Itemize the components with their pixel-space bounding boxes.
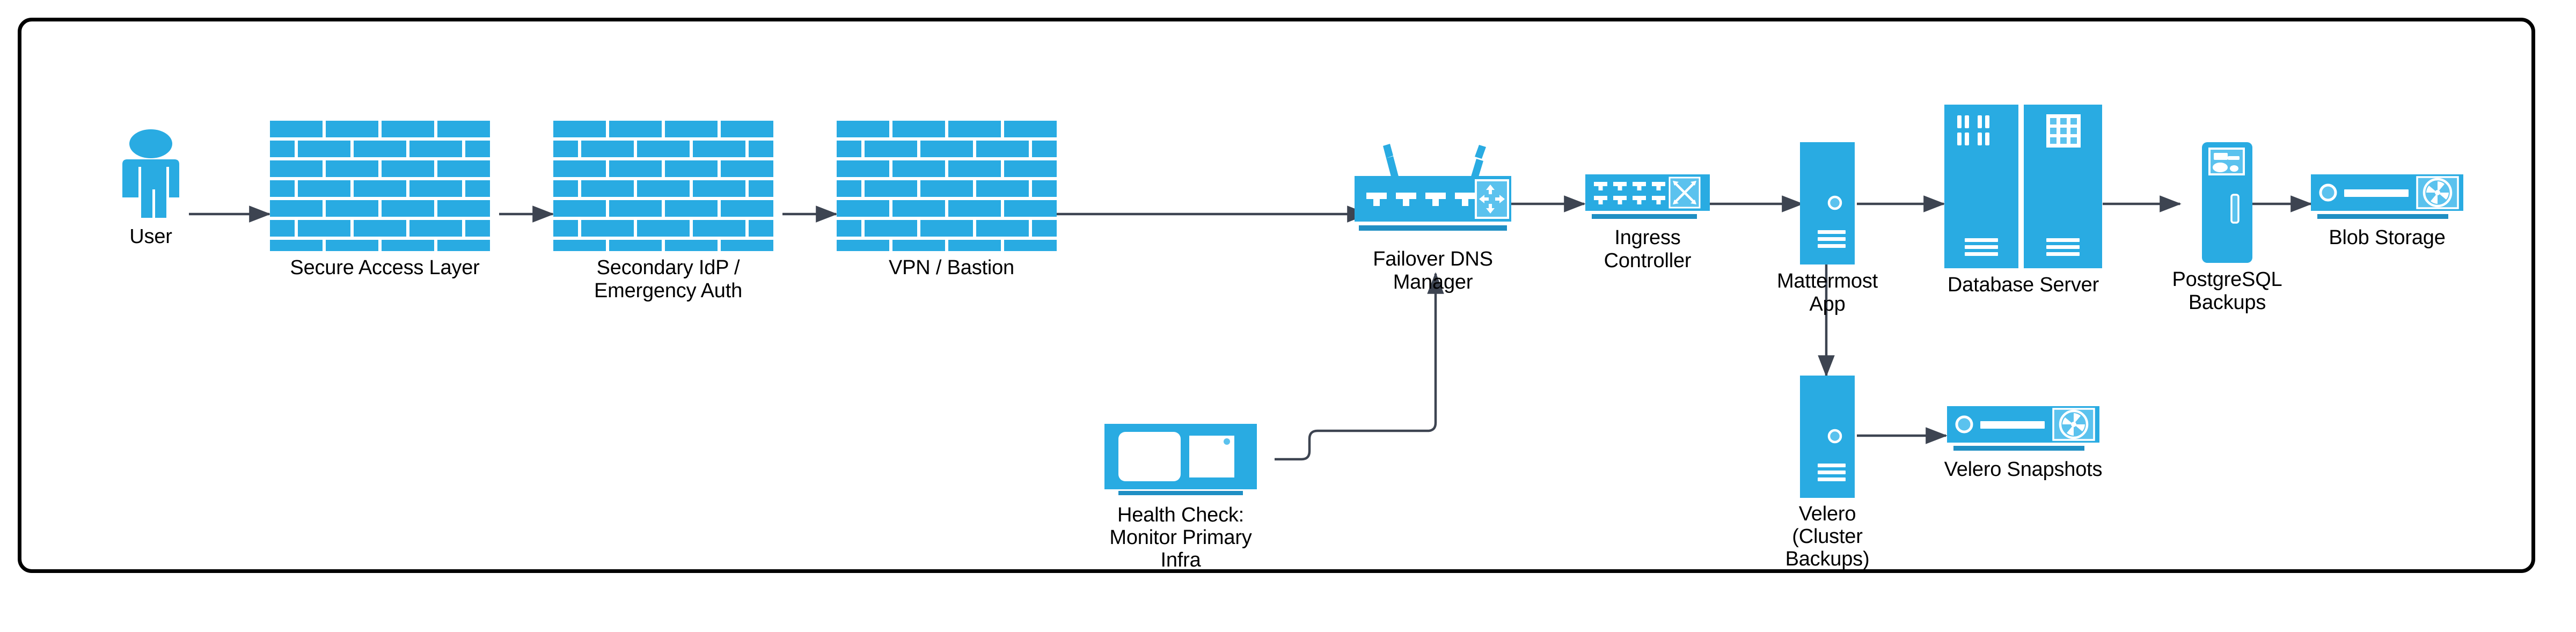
user-actor-icon: [111, 129, 191, 220]
node-label-blob-storage: Blob Storage: [2329, 226, 2446, 249]
firewall-brick-wall-icon: [270, 121, 500, 251]
node-label-ingress-controller: Ingress Controller: [1604, 226, 1692, 272]
node-health-check[interactable]: Health Check: Monitor Primary Infra: [1100, 424, 1261, 571]
wireless-router-icon: [1355, 141, 1511, 242]
node-user[interactable]: User: [105, 129, 196, 248]
firewall-brick-wall-icon: [837, 121, 1066, 251]
node-ingress-controller[interactable]: Ingress Controller: [1556, 174, 1739, 272]
network-switch-icon: [1585, 174, 1710, 221]
node-velero-snapshots[interactable]: Velero Snapshots: [1943, 406, 2104, 481]
node-label-secure-access-layer: Secure Access Layer: [290, 256, 480, 279]
firewall-brick-wall-icon: [553, 121, 783, 251]
diagram-border-frame: [18, 18, 2535, 573]
node-label-postgresql-backups: PostgreSQL Backups: [2172, 268, 2282, 314]
server-tower-icon: [1800, 142, 1855, 264]
node-label-velero-snapshots: Velero Snapshots: [1944, 458, 2103, 481]
storage-disk-icon: [1947, 406, 2099, 453]
node-vpn-bastion[interactable]: VPN / Bastion: [799, 121, 1104, 280]
node-velero-cluster-backups[interactable]: Velero (Cluster Backups): [1766, 376, 1889, 570]
node-label-failover-dns-manager: Failover DNS Manager: [1373, 248, 1493, 293]
node-label-database-server: Database Server: [1947, 274, 2099, 296]
node-label-secondary-idp: Secondary IdP / Emergency Auth: [594, 256, 743, 302]
monitor-screen-icon: [1104, 424, 1257, 499]
node-secondary-idp[interactable]: Secondary IdP / Emergency Auth: [515, 121, 821, 302]
storage-disk-icon: [2311, 174, 2463, 221]
node-label-health-check: Health Check: Monitor Primary Infra: [1109, 504, 1252, 571]
node-database-server[interactable]: Database Server: [1919, 105, 2128, 297]
node-label-user: User: [129, 225, 172, 248]
node-blob-storage[interactable]: Blob Storage: [2307, 174, 2468, 249]
server-tower-icon: [1800, 376, 1855, 498]
node-label-mattermost-app: Mattermost App: [1776, 270, 1878, 315]
backup-appliance-icon: [2202, 142, 2252, 263]
node-failover-dns-manager[interactable]: Failover DNS Manager: [1350, 141, 1516, 293]
dual-server-rack-icon: [1944, 105, 2102, 268]
node-mattermost-app[interactable]: Mattermost App: [1766, 142, 1889, 315]
node-label-vpn-bastion: VPN / Bastion: [889, 256, 1014, 279]
node-postgresql-backups[interactable]: PostgreSQL Backups: [2152, 142, 2302, 314]
node-label-velero-cluster-backups: Velero (Cluster Backups): [1785, 503, 1870, 570]
node-secure-access-layer[interactable]: Secure Access Layer: [232, 121, 538, 280]
